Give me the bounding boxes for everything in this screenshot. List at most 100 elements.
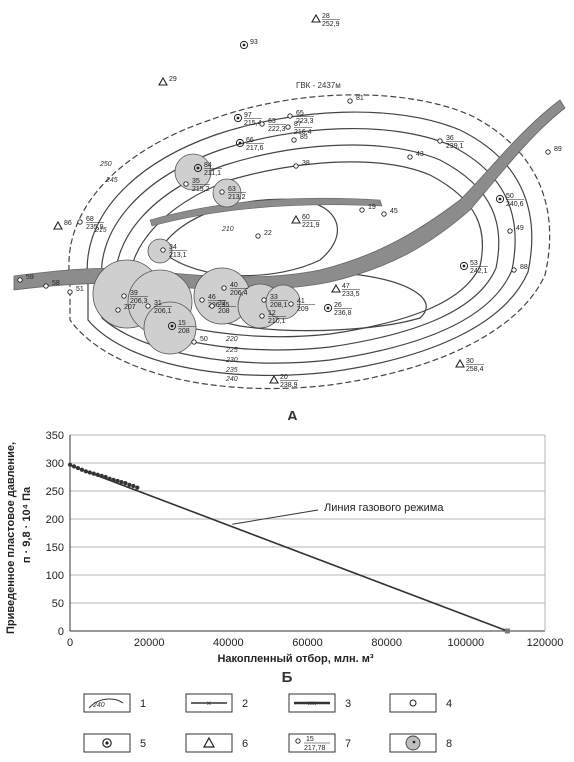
observed-point bbox=[111, 477, 116, 482]
well-pressure: 233,5 bbox=[342, 291, 360, 298]
open-circle-well-icon bbox=[67, 289, 73, 295]
well-pressure: 222,3 bbox=[268, 126, 286, 133]
double-circle-core-icon bbox=[105, 741, 109, 745]
depression-funnels bbox=[92, 153, 301, 355]
open-circle-well-icon bbox=[199, 297, 205, 303]
end-point-marker bbox=[504, 628, 510, 634]
legend-number: 5 bbox=[140, 738, 146, 750]
open-circle-well-icon bbox=[160, 247, 166, 253]
open-circle-well-icon bbox=[261, 297, 267, 303]
legend-number: 3 bbox=[345, 698, 351, 710]
open-circle-well-icon bbox=[511, 267, 517, 273]
well-pressure: 208,1 bbox=[270, 302, 288, 309]
boundary-cross-icon: ×× bbox=[307, 699, 317, 708]
well-number: 84 bbox=[204, 162, 212, 169]
well-marker: 85 bbox=[291, 134, 308, 143]
well-core-icon bbox=[498, 197, 502, 201]
contour-label: 230 bbox=[225, 357, 238, 364]
well-pressure: 236,8 bbox=[334, 310, 352, 317]
well-marker: 19 bbox=[359, 204, 376, 213]
well-number: 63 bbox=[228, 186, 236, 193]
well-pressure: 215,2 bbox=[192, 186, 210, 193]
observed-point bbox=[75, 465, 81, 471]
open-circle-well-icon bbox=[347, 98, 353, 104]
double-circle-well-icon bbox=[323, 303, 333, 313]
legend-number: 2 bbox=[242, 698, 248, 710]
isobar-map: ГВК - 2437м 210215220225230235240245250 … bbox=[13, 13, 566, 420]
well-pressure: 208 bbox=[178, 328, 190, 335]
observed-point bbox=[103, 474, 108, 480]
well-core-icon bbox=[236, 116, 240, 120]
open-circle-well-icon bbox=[121, 293, 127, 299]
y-tick-label: 250 bbox=[46, 486, 64, 498]
well-marker: 50 bbox=[191, 336, 208, 345]
x-tick-label: 40000 bbox=[213, 637, 244, 649]
well-number: 60 bbox=[302, 214, 310, 221]
well-pressure: 252,9 bbox=[322, 21, 340, 28]
well-marker: 207 bbox=[115, 304, 136, 313]
legend-number: 6 bbox=[242, 738, 248, 750]
triangle-icon bbox=[202, 736, 216, 748]
isobar-icon bbox=[88, 698, 124, 709]
legend-number: 1 bbox=[140, 698, 146, 710]
y-axis-label: Приведенное пластовое давление, bbox=[5, 442, 17, 634]
observed-point bbox=[119, 479, 124, 485]
legend-item: 4 bbox=[389, 693, 452, 713]
well-number: 207 bbox=[124, 304, 136, 311]
contour-label: 220 bbox=[225, 336, 238, 343]
map-contours bbox=[68, 94, 551, 390]
well-core-icon bbox=[196, 166, 200, 170]
well-pressure: 206,4 bbox=[230, 290, 248, 297]
observed-point bbox=[71, 464, 77, 469]
triangle-well-icon bbox=[455, 358, 465, 368]
well-marker: 51 bbox=[67, 286, 84, 295]
well-number: 46 bbox=[208, 294, 216, 301]
well-number: 15 bbox=[178, 320, 186, 327]
well-marker: 86 bbox=[53, 220, 72, 230]
x-tick-label: 60000 bbox=[292, 637, 323, 649]
observed-point bbox=[83, 469, 88, 474]
legend-swatch-box bbox=[185, 733, 233, 753]
y-tick-label: 350 bbox=[46, 430, 64, 442]
open-circle-well-icon bbox=[115, 307, 121, 313]
annotation-text: Линия газового режима bbox=[324, 502, 444, 514]
x-tick-label: 80000 bbox=[371, 637, 402, 649]
triangle-well-icon bbox=[269, 374, 279, 384]
well-number: 97 bbox=[244, 112, 252, 119]
observed-point bbox=[95, 472, 100, 477]
legend-item: 8 bbox=[389, 733, 452, 753]
well-pressure: 258,4 bbox=[466, 366, 484, 373]
well-number: 59 bbox=[26, 274, 34, 281]
map-panel-label: А bbox=[287, 408, 298, 420]
well-number: 30 bbox=[466, 358, 474, 365]
well-pressure: 213,1 bbox=[169, 252, 187, 259]
well-number: 26 bbox=[334, 302, 342, 309]
y-tick-label: 300 bbox=[46, 458, 64, 470]
well-pressure: 208 bbox=[218, 308, 230, 315]
y-tick-label: 100 bbox=[46, 570, 64, 582]
double-circle-well-icon bbox=[235, 138, 245, 148]
open-circle-well-icon bbox=[43, 283, 49, 289]
triangle-well-icon bbox=[158, 76, 168, 86]
well-number: 32 bbox=[218, 300, 226, 307]
triangle-well-icon bbox=[311, 13, 321, 23]
observed-point bbox=[123, 481, 128, 486]
well-pressure: 240,6 bbox=[506, 201, 524, 208]
open-circle-well-icon bbox=[507, 228, 513, 234]
well-number: 81 bbox=[356, 95, 364, 102]
well-number: 41 bbox=[297, 298, 305, 305]
legend-sample-text: 217,78 bbox=[304, 745, 326, 752]
open-circle-well-icon bbox=[77, 219, 83, 225]
well-marker: 93 bbox=[239, 39, 258, 50]
